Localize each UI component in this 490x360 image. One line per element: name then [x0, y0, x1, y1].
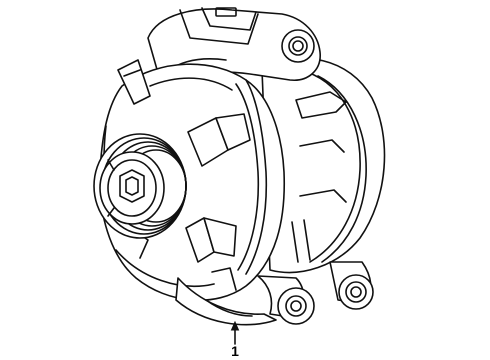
- top-mount-ear: [281, 29, 315, 63]
- side-bracket: [117, 59, 151, 105]
- callout-leader-1: [230, 320, 240, 345]
- bottom-mount-ear-left: [257, 275, 315, 325]
- rear-housing: [261, 57, 386, 274]
- bottom-mount-ear-right: [329, 261, 374, 310]
- callout-number-1: 1: [231, 343, 239, 359]
- top-mount: [147, 7, 321, 81]
- pulley-hex-nut-icon: [119, 169, 145, 203]
- lower-base: [175, 277, 277, 326]
